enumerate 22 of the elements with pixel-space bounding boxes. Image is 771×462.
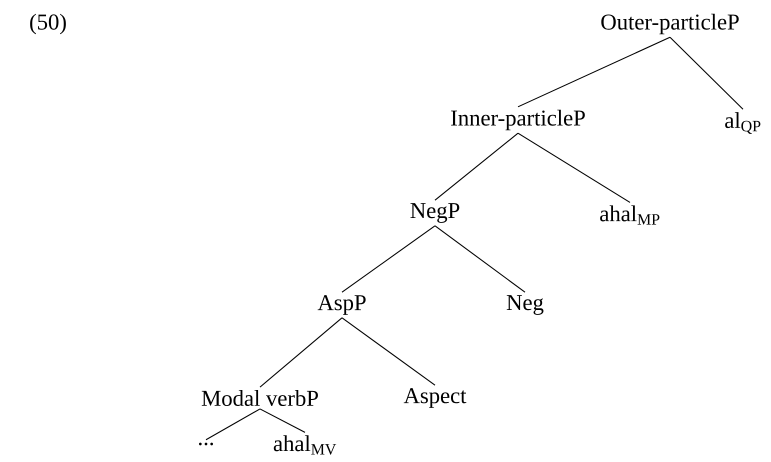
example-number: (50)	[30, 14, 66, 34]
tree-branch	[206, 408, 260, 440]
tree-node-label: NegP	[410, 203, 460, 223]
tree-node-label: ahal$_{MV}$	[274, 435, 336, 455]
tree-branch	[260, 317, 342, 388]
tree-node-label: Neg	[506, 295, 544, 315]
tree-node-label: Inner-particleP	[451, 110, 585, 130]
tree-node-label: AspP	[318, 295, 366, 315]
tree-branch	[434, 225, 526, 293]
tree-branch	[518, 36, 670, 108]
tree-branch	[670, 36, 744, 110]
tree-node-label: ...	[199, 442, 214, 446]
tree-branch	[434, 132, 518, 201]
tree-node-label: ahal$_{MP}$	[600, 205, 660, 225]
tree-branch	[342, 225, 436, 293]
tree-branch	[518, 132, 630, 203]
tree-branch	[260, 408, 306, 433]
tree-branch	[342, 317, 436, 386]
tree-node-label: Modal verbP	[202, 390, 318, 406]
tree-node-label: Aspect	[404, 388, 466, 408]
tree-node-label: Outer-particleP	[601, 14, 739, 34]
tree-node-label: al$_{QP}$	[725, 112, 760, 134]
